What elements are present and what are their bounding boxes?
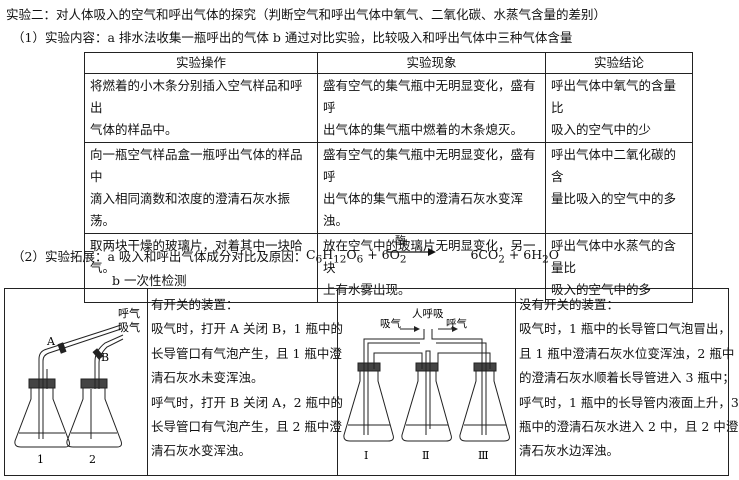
table-header-row: 实验操作 实验现象 实验结论 bbox=[84, 52, 693, 74]
divider bbox=[147, 289, 148, 475]
table-cell: 放在空气中的玻璃片无明显变化，另一块上有水雾出现。 bbox=[317, 233, 546, 303]
extension-text: （2）实验拓展：a 吸入和呼出气体成分对比及原因： bbox=[12, 249, 307, 264]
equation-reactants: C6H12O6 + 6O2 bbox=[306, 247, 407, 266]
table-row: 向一瓶空气样品盒一瓶呼出气体的样品中滴入相同滴数和浓度的澄清石灰水振荡。 盛有空… bbox=[84, 142, 693, 234]
label-inhale: 吸气 bbox=[118, 320, 140, 334]
equation-products: 6CO2 + 6H2O bbox=[470, 247, 559, 266]
header-phenomenon: 实验现象 bbox=[317, 52, 546, 74]
flask-i-label: Ⅰ bbox=[364, 449, 368, 462]
table-cell: 呼出气体中二氧化碳的含量比吸入的空气中的多 bbox=[545, 142, 693, 234]
flask-ii-label: Ⅱ bbox=[422, 449, 429, 462]
table-cell: 盛有空气的集气瓶中无明显变化，盛有呼出气体的集气瓶中燃着的木条熄灭。 bbox=[317, 73, 546, 143]
heading: 实验二：对人体吸入的空气和呼出气体的探究（判断空气和呼出气体中氧气、二氧化碳、水… bbox=[6, 7, 607, 22]
label-inhale: 吸气 bbox=[380, 317, 401, 330]
no-switch-apparatus-text: 没有开关的装置： 吸气时，1 瓶中的长导管口气泡冒出， 且 1 瓶中澄清石灰水位… bbox=[519, 297, 739, 459]
label-exhale: 呼气 bbox=[118, 306, 140, 320]
apparatus-box: 呼气 吸气 A B 1 2 有开关的装置： 吸气时，打开 A 关闭 B，1 瓶中… bbox=[4, 288, 739, 476]
switch-apparatus-text: 有开关的装置： 吸气时，打开 A 关闭 B，1 瓶中的 长导管口有气泡产生，且 … bbox=[151, 297, 344, 459]
table-cell: 取两块干燥的玻璃片，对着其中一块哈气。 bbox=[84, 233, 318, 303]
label-exhale: 呼气 bbox=[446, 317, 467, 330]
table-cell: 呼出气体中氧气的含量比吸入的空气中的少 bbox=[545, 73, 693, 143]
content-line: （1）实验内容：a 排水法收集一瓶呼出的气体 b 通过对比实验，比较吸入和呼出气… bbox=[12, 30, 573, 45]
clamp-b-label: B bbox=[101, 351, 109, 364]
table-cell: 将燃着的小木条分别插入空气样品和呼出气体的样品中。 bbox=[84, 73, 318, 143]
clamp-a-label: A bbox=[46, 335, 56, 348]
table-cell: 呼出气体中水蒸气的含量比吸入的空气中的多 bbox=[545, 233, 693, 303]
flask-1-label: 1 bbox=[37, 453, 44, 466]
flask-iii-label: Ⅲ bbox=[478, 449, 489, 462]
header-operation: 实验操作 bbox=[84, 52, 318, 74]
label-person-breath: 人呼吸 bbox=[412, 308, 444, 320]
enzyme-label: 酶 bbox=[395, 234, 406, 247]
table-cell: 向一瓶空气样品盒一瓶呼出气体的样品中滴入相同滴数和浓度的澄清石灰水振荡。 bbox=[84, 142, 318, 234]
divider bbox=[337, 289, 338, 475]
flask-2-label: 2 bbox=[89, 453, 96, 466]
table-row: 取两块干燥的玻璃片，对着其中一块哈气。 放在空气中的玻璃片无明显变化，另一块上有… bbox=[84, 233, 693, 303]
header-conclusion: 实验结论 bbox=[545, 52, 693, 74]
figure-no-switch-apparatus: 吸气 人呼吸 呼气 Ⅰ Ⅱ Ⅲ bbox=[343, 308, 510, 462]
equation: C6H12O6 + 6O2 6CO2 + 6H2O bbox=[306, 247, 559, 266]
table-cell: 盛有空气的集气瓶中无明显变化，盛有呼出气体的集气瓶中的澄清石灰水变浑浊。 bbox=[317, 142, 546, 234]
reaction-arrow bbox=[386, 248, 436, 256]
table-row: 将燃着的小木条分别插入空气样品和呼出气体的样品中。 盛有空气的集气瓶中无明显变化… bbox=[84, 73, 693, 143]
one-off-test-label: b 一次性检测 bbox=[112, 273, 187, 288]
divider bbox=[515, 289, 516, 475]
figure-switch-apparatus: 呼气 吸气 A B 1 2 bbox=[14, 306, 140, 466]
experiment-table: 实验操作 实验现象 实验结论 将燃着的小木条分别插入空气样品和呼出气体的样品中。… bbox=[84, 52, 693, 303]
